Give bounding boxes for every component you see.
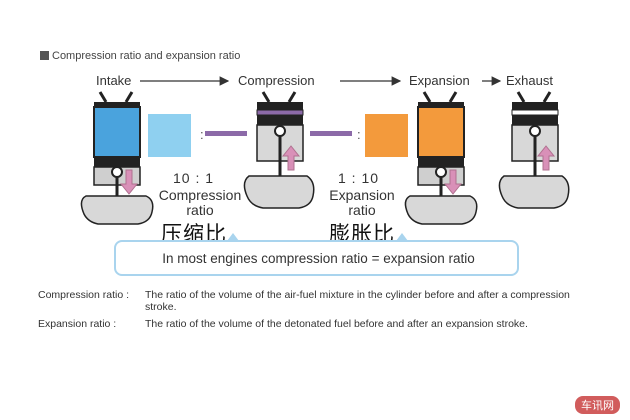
definition-text-compression: The ratio of the volume of the air-fuel … [145,289,570,313]
engine-compression [243,91,315,209]
compression-ratio-label: Compression ratio [150,188,250,218]
callout-text: In most engines compression ratio = expa… [162,251,475,266]
diagram-title: Compression ratio and expansion ratio [40,50,240,62]
compression-ratio-value: 10 : 1 [173,170,215,186]
engine-exhaust [498,91,570,209]
engine-intake [80,91,154,225]
callout-pointer-right [396,233,408,241]
compression-ratio-label-line1: Compression [158,187,242,203]
engine-expansion [404,91,478,225]
stage-label-intake: Intake [96,73,132,88]
expansion-ratio-value: 1 : 10 [338,170,380,186]
stage-label-exhaust: Exhaust [506,73,553,88]
watermark-logo: 车讯网 [575,396,620,414]
intake-volume-block [148,114,191,157]
expansion-start-bar [310,131,352,136]
expansion-ratio-label: Expansion ratio [312,188,412,218]
expanded-volume-block [365,114,408,157]
definition-term-compression: Compression ratio : [38,289,130,301]
definition-text-expansion: The ratio of the volume of the detonated… [145,318,528,330]
ratio-colon-1: : [200,127,204,142]
title-bullet-square [40,51,49,60]
expansion-ratio-label-line2: ratio [348,202,376,218]
stage-label-expansion: Expansion [409,73,470,88]
definition-term-expansion: Expansion ratio : [38,318,117,330]
stage-label-compression: Compression [238,73,315,88]
ratio-colon-2: : [357,127,361,142]
expansion-ratio-label-line1: Expansion [329,187,395,203]
diagram-title-text: Compression ratio and expansion ratio [52,50,241,62]
compression-ratio-label-line2: ratio [186,202,214,218]
compressed-volume-bar [205,131,247,136]
callout-pointer-left [227,233,239,241]
callout-box: In most engines compression ratio = expa… [114,240,519,276]
